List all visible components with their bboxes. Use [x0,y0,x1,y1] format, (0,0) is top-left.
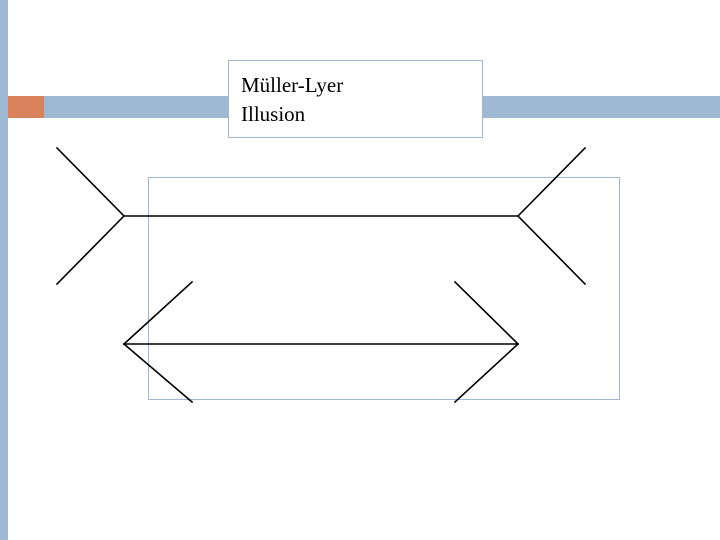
upper-right-fin-top [516,146,587,218]
lower-right-fin-top [453,280,520,346]
figure-frame [148,177,620,400]
header-accent-square [8,96,44,118]
lower-right-fin-bottom [453,342,520,404]
title-textbox: Müller-Lyer Illusion [228,60,483,138]
lower-left-fin-bottom [122,342,194,404]
upper-left-fin-bottom [55,214,126,286]
upper-right-fin-bottom [516,214,587,286]
upper-left-fin-top [55,146,126,218]
page-title: Müller-Lyer Illusion [241,73,344,126]
lower-left-fin-top [122,280,194,346]
left-accent-bar [0,0,8,540]
